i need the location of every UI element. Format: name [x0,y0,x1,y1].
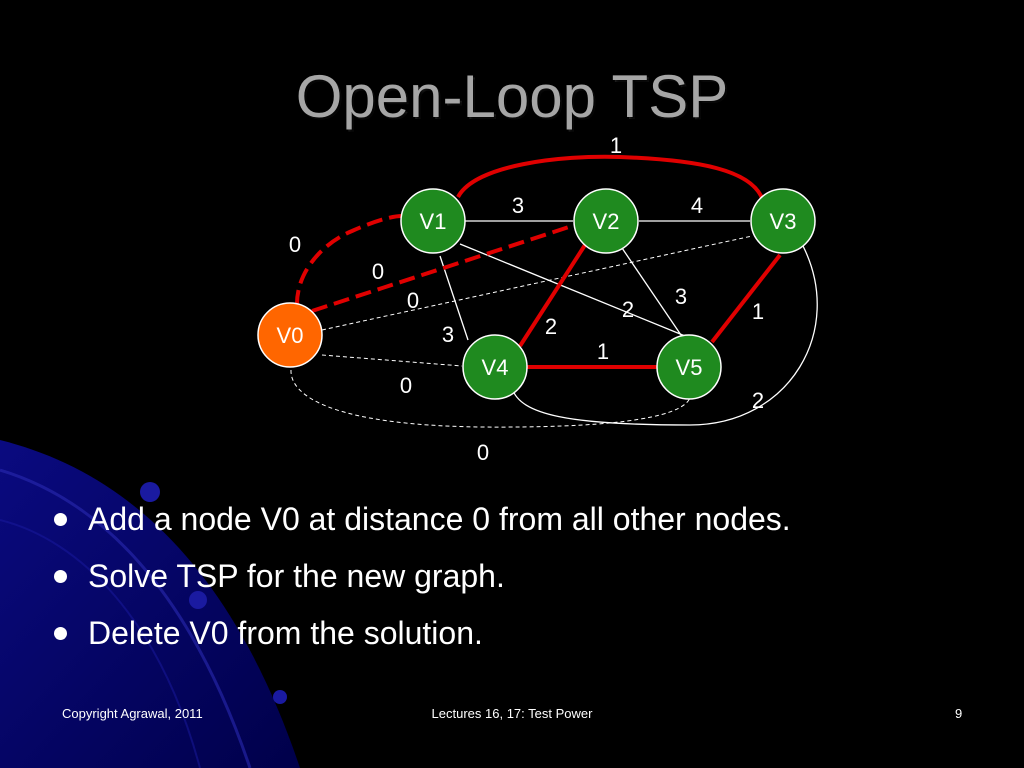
bullet-item: Add a node V0 at distance 0 from all oth… [48,498,791,555]
bullet-text: Delete V0 from the solution. [88,615,483,651]
weight-v0-v1: 0 [289,232,301,257]
bullet-text: Solve TSP for the new graph. [88,558,505,594]
dashed-edges [290,235,753,428]
tour-dashed-edges [294,214,573,313]
node-v0: V0 [257,302,323,368]
bullet-dot-icon [54,627,67,640]
weight-v1-v3: 1 [610,133,622,158]
node-v5-label: V5 [676,355,703,380]
edge-v2-v5 [621,247,684,339]
weight-v2-v4: 2 [545,314,557,339]
footer-page-number: 9 [955,706,963,721]
edge-v0-v3 [321,235,753,331]
weight-v0-v3: 0 [407,288,419,313]
bullet-item: Solve TSP for the new graph. [48,555,791,612]
weight-v2-v5: 3 [675,284,687,309]
node-v3-label: V3 [770,209,797,234]
weight-v3-v4: 2 [752,388,764,413]
node-v4: V4 [462,334,528,400]
edge-weights: 1 3 4 0 0 0 3 2 2 3 1 1 0 2 0 [289,133,764,465]
plain-edges [439,220,818,426]
slide-title: Open-Loop TSP [295,63,729,130]
bullet-item: Delete V0 from the solution. [48,612,791,669]
edge-v0-v4 [321,354,463,367]
tour-edges [456,154,782,369]
node-v2-label: V2 [593,209,620,234]
weight-v4-v5: 1 [597,339,609,364]
weight-v3-v5: 1 [752,299,764,324]
node-v1-label: V1 [420,209,447,234]
weight-v1-v2: 3 [512,193,524,218]
bullet-text: Add a node V0 at distance 0 from all oth… [88,501,791,537]
node-v3: V3 [750,188,816,254]
node-v1: V1 [400,188,466,254]
edge-v0-v1 [294,214,403,307]
weight-v2-v3: 4 [691,193,703,218]
weight-v1-v5: 2 [622,297,634,322]
node-v0-label: V0 [277,323,304,348]
edge-v1-v3 [456,154,764,199]
footer-copyright: Copyright Agrawal, 2011 [62,706,203,721]
weight-v1-v4: 3 [442,322,454,347]
footer-lecture: Lectures 16, 17: Test Power [431,706,593,721]
edge-v2-v4 [518,243,587,348]
edge-v1-v5 [459,243,691,339]
bullet-dot-icon [54,513,67,526]
edge-v1-v4 [439,255,469,341]
weight-v0-v4: 0 [400,373,412,398]
edge-v3-v4 [511,245,818,426]
weight-v0-v2: 0 [372,259,384,284]
edge-v3-v5 [710,253,782,344]
node-v5: V5 [656,334,722,400]
bullet-list: Add a node V0 at distance 0 from all oth… [48,498,791,669]
bullet-dot-icon [54,570,67,583]
weight-v0-v5: 0 [477,440,489,465]
node-v2: V2 [573,188,639,254]
node-v4-label: V4 [482,355,509,380]
